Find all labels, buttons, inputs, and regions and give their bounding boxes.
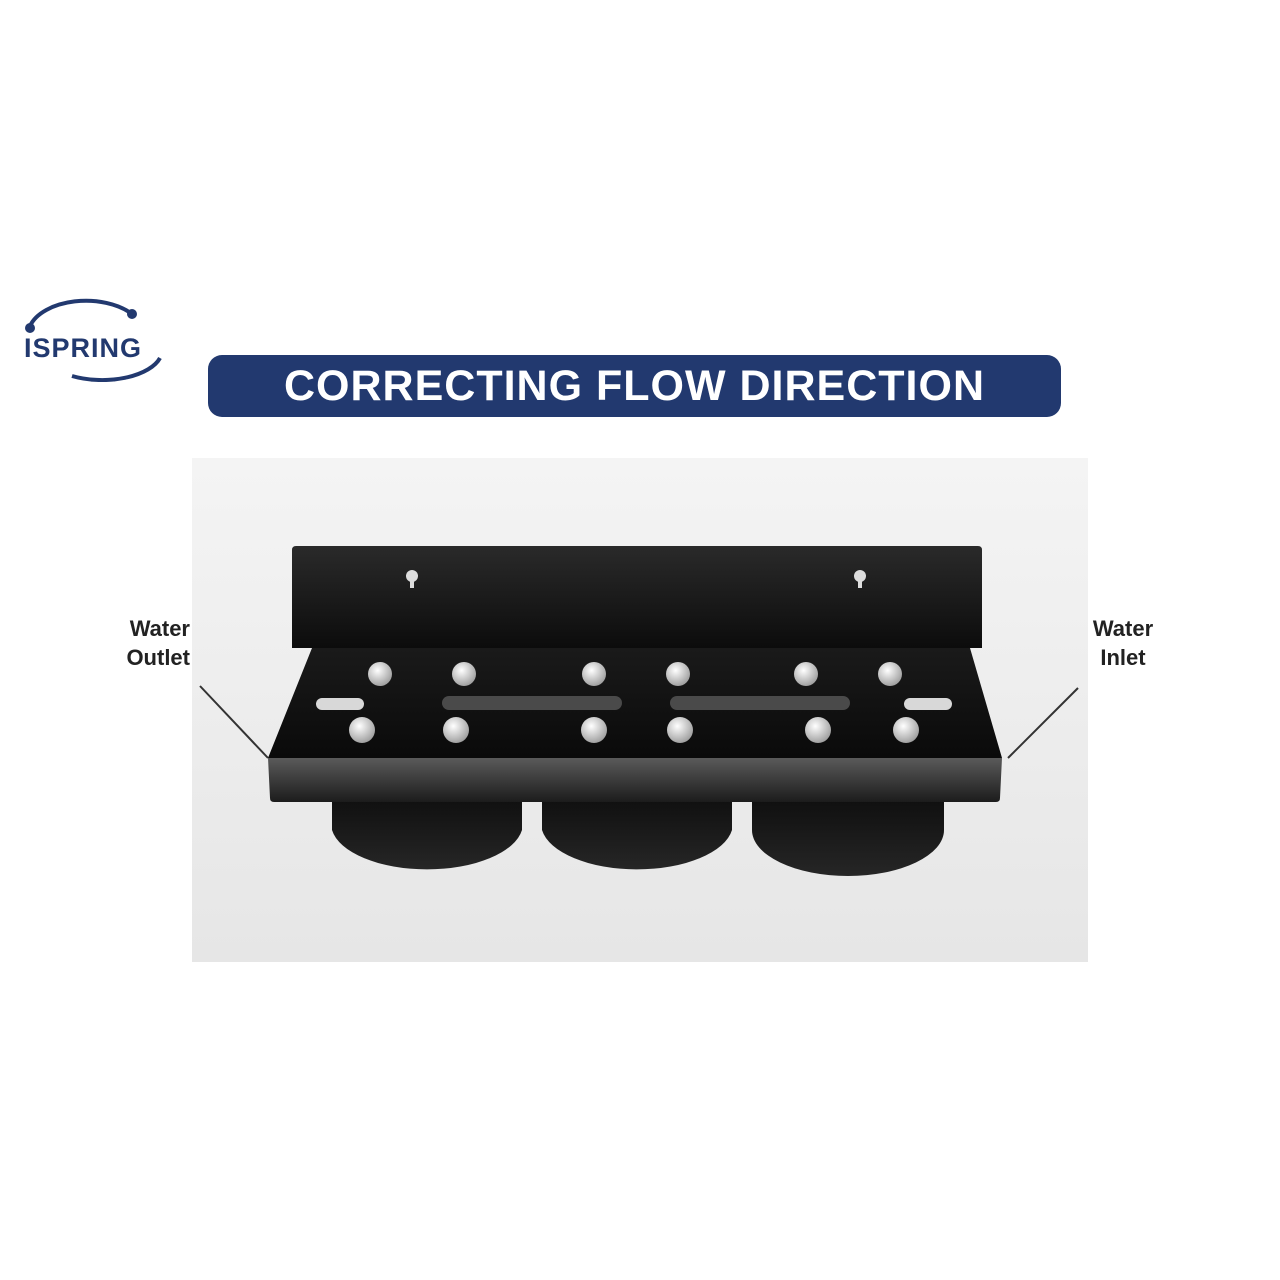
housing-caps — [332, 788, 944, 876]
product-photo — [192, 458, 1088, 962]
logo-graphic: ISPRING — [24, 298, 162, 383]
inlet-label-line1: Water — [1092, 616, 1154, 641]
water-outlet-label: Water Outlet — [100, 614, 190, 672]
outlet-label-line2: Outlet — [126, 645, 190, 670]
logo-text: ISPRING — [24, 333, 142, 363]
bracket-illustration — [192, 458, 1088, 962]
page-title: CORRECTING FLOW DIRECTION — [283, 361, 985, 410]
screws — [349, 662, 919, 743]
water-inlet-label: Water Inlet — [1078, 614, 1168, 672]
inlet-label-line2: Inlet — [1100, 645, 1146, 670]
ispring-logo: ISPRING — [20, 296, 176, 383]
title-banner: CORRECTING FLOW DIRECTION — [208, 355, 1061, 417]
outlet-label-line1: Water — [129, 616, 190, 641]
